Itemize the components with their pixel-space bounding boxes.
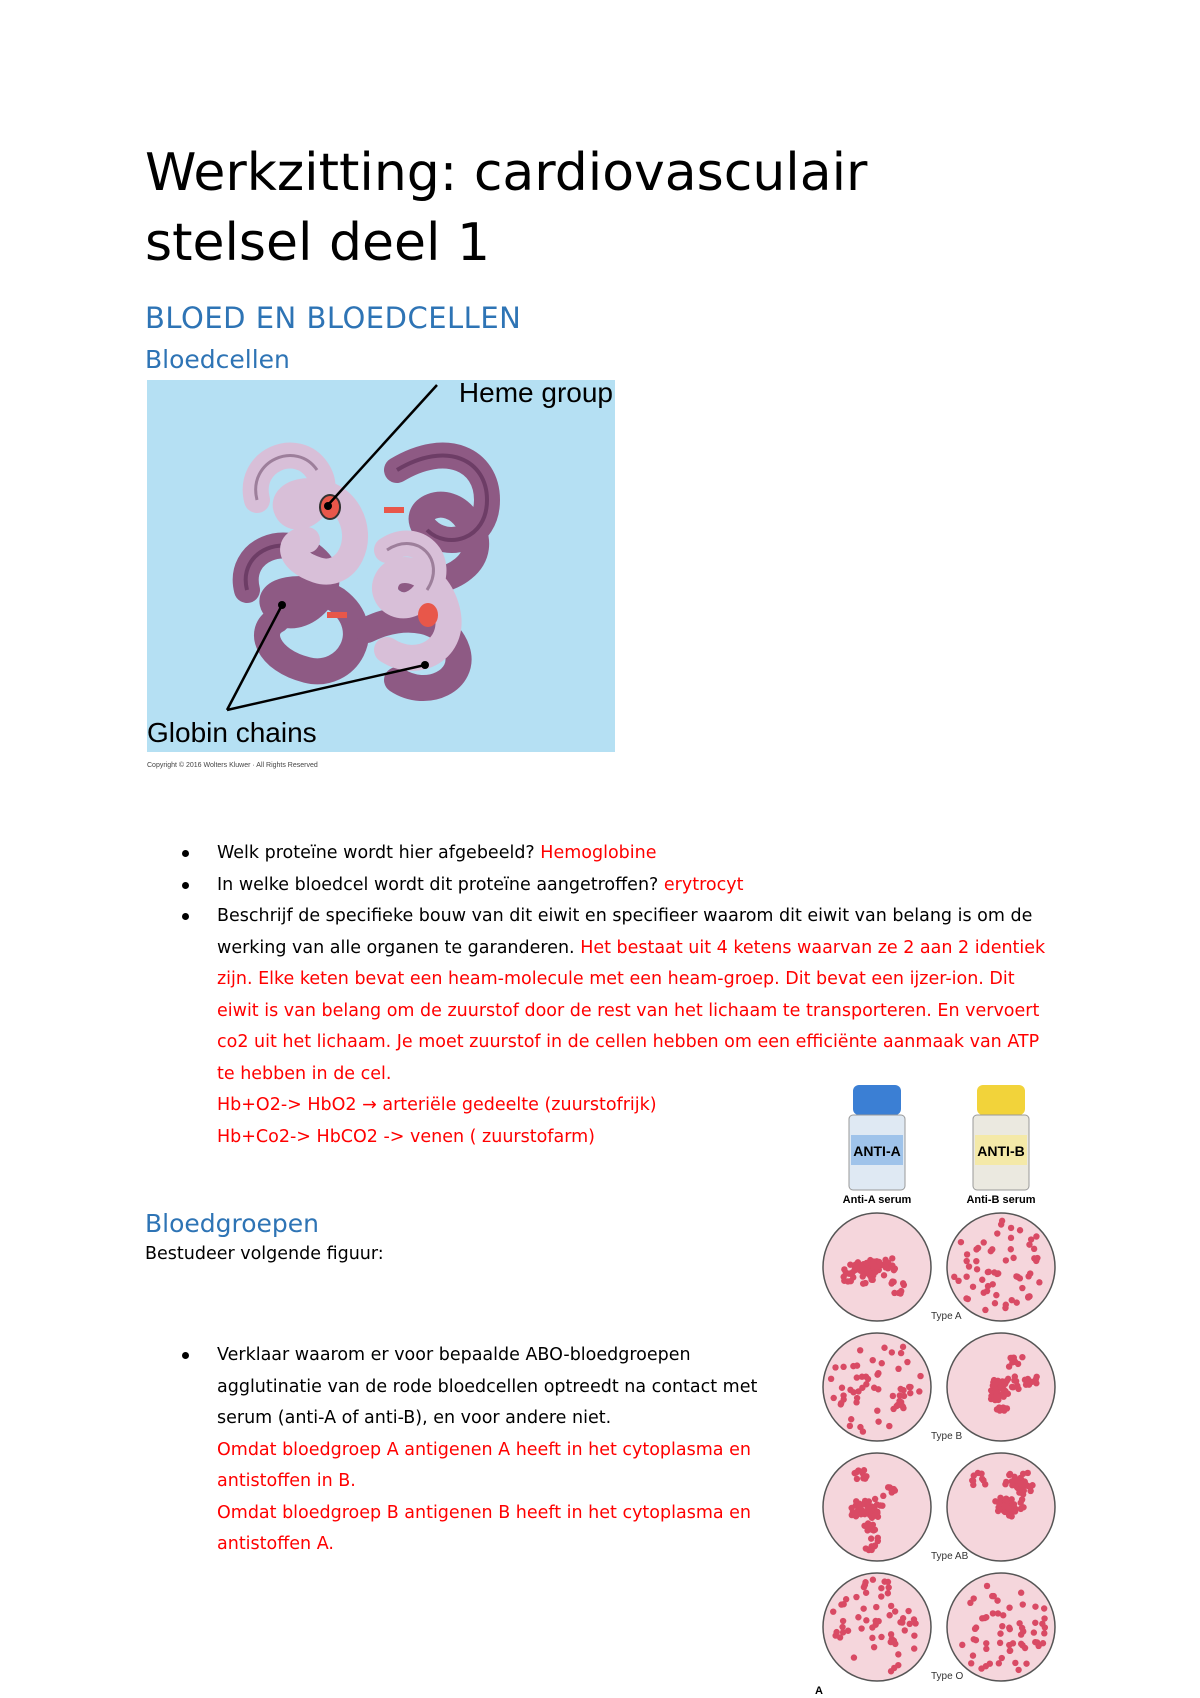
answer-text: Omdat bloedgroep B antigenen B heeft in …	[217, 1502, 752, 1555]
answer-text: Hemoglobine	[540, 843, 657, 863]
blood-type-label: Type B	[931, 1431, 962, 1442]
question-text: Verklaar waarom er voor bepaalde ABO-blo…	[217, 1345, 758, 1428]
agglutination-dish-anti-b-type-ab	[946, 1452, 1056, 1562]
list-item: Verklaar waarom er voor bepaalde ABO-blo…	[180, 1340, 800, 1561]
questions-list: Welk proteïne wordt hier afgebeeld? Hemo…	[180, 838, 1060, 1153]
anti-a-serum-label: Anti-A serum	[843, 1194, 912, 1206]
agglutination-dish-anti-a-type-o	[822, 1572, 932, 1682]
abo-blood-type-figure: ANTI-A ANTI-B Anti-A serum Anti-B serum …	[815, 1085, 1056, 1697]
answer-text: Het bestaat uit 4 ketens waarvan ze 2 aa…	[217, 937, 1046, 1084]
agglutination-dish-anti-b-type-b	[946, 1332, 1056, 1442]
document-title: Werkzitting: cardiovasculair stelsel dee…	[145, 143, 868, 273]
question-text: In welke bloedcel wordt dit proteïne aan…	[217, 874, 659, 895]
list-item: In welke bloedcel wordt dit proteïne aan…	[180, 870, 1060, 902]
list-item: Beschrijf de specifieke bouw van dit eiw…	[180, 901, 1060, 1153]
blood-type-label: Type AB	[931, 1551, 969, 1562]
study-instruction: Bestudeer volgende figuur:	[145, 1244, 384, 1264]
heme-group-label: Heme group	[459, 380, 613, 408]
anti-a-vial-label: ANTI-A	[853, 1143, 900, 1159]
question-text: Welk proteïne wordt hier afgebeeld?	[217, 843, 535, 863]
agglutination-dish-anti-b-type-o	[946, 1572, 1056, 1682]
section-heading: BLOED EN BLOEDCELLEN	[145, 301, 522, 335]
agglutination-dish-anti-a-type-a	[822, 1212, 932, 1322]
answer-text: erytrocyt	[663, 874, 744, 895]
anti-a-vial-icon: ANTI-A	[848, 1085, 906, 1191]
hemoglobin-figure: Heme group Globin chains Copyright © 201…	[147, 380, 615, 769]
agglutination-dish-anti-a-type-b	[822, 1332, 932, 1442]
answer-text: Omdat bloedgroep A antigenen A heeft in …	[217, 1439, 751, 1492]
blood-type-label: Type A	[931, 1311, 962, 1322]
anti-b-vial-icon: ANTI-B	[972, 1085, 1030, 1191]
agglutination-dish-anti-a-type-ab	[822, 1452, 932, 1562]
copyright-text: Copyright © 2016 Wolters Kluwer · All Ri…	[147, 761, 318, 769]
panel-label: A	[815, 1685, 823, 1697]
anti-b-vial-label: ANTI-B	[977, 1143, 1024, 1159]
abo-question-list: Verklaar waarom er voor bepaalde ABO-blo…	[180, 1340, 800, 1561]
equation-text: Hb+O2-> HbO2 → arteriële gedeelte (zuurs…	[217, 1095, 657, 1115]
agglutination-dish-anti-b-type-a	[946, 1212, 1056, 1322]
list-item: Welk proteïne wordt hier afgebeeld? Hemo…	[180, 838, 1060, 870]
equation-text: Hb+Co2-> HbCO2 -> venen ( zuurstofarm)	[217, 1126, 595, 1147]
blood-type-label: Type O	[931, 1671, 963, 1682]
question-text: Beschrijf de specifieke bouw van dit eiw…	[217, 906, 1033, 958]
anti-b-serum-label: Anti-B serum	[966, 1194, 1035, 1206]
globin-chains-label: Globin chains	[147, 717, 317, 748]
subsection-heading-bloedcellen: Bloedcellen	[145, 345, 290, 374]
subsection-heading-bloedgroepen: Bloedgroepen	[145, 1209, 320, 1238]
